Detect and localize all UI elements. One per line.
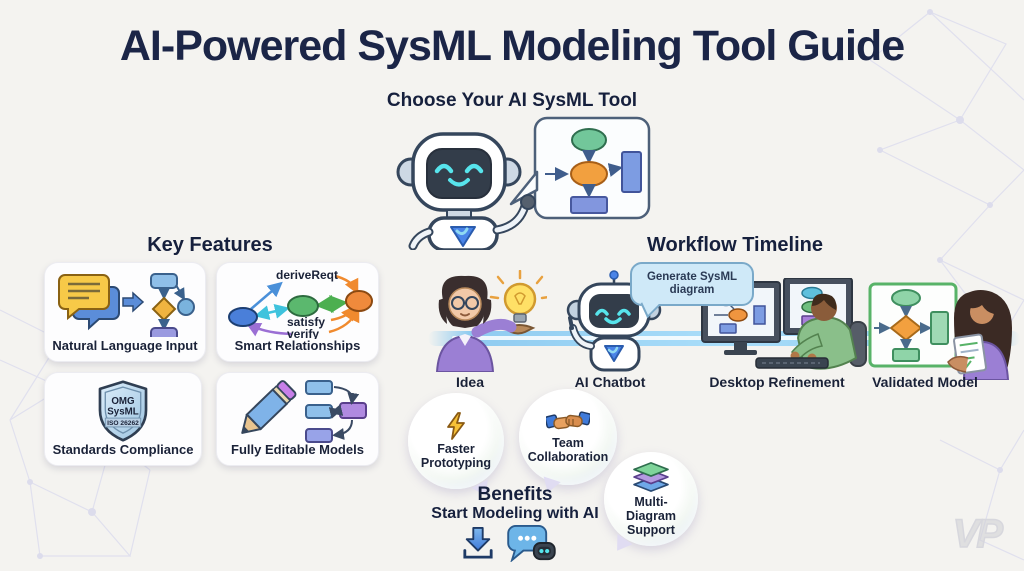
benefit-label: Multi-Diagram Support [625,495,677,537]
feature-card-label: Natural Language Input [52,337,198,353]
feature-card-natural-language-input: Natural Language Input [44,262,206,362]
relationship-label-satisfy: satisfy [286,315,324,329]
shield-text-omg: OMG [111,396,134,407]
relationship-graph-icon: deriveReqt satisfy verify [221,265,374,339]
shield-text-iso: ISO 26262 [107,420,139,427]
benefits-cta: Start Modeling with AI [431,505,599,522]
feature-card-label: Smart Relationships [234,337,361,353]
handshake-icon [546,411,590,430]
relationship-label-derivereqt: deriveReqt [275,268,337,282]
workflow-step-label-idea: Idea [455,374,484,390]
chatbot-speech-bubble: Generate SysML diagram [630,262,754,306]
benefit-bubble-faster-prototyping: Faster Prototyping [408,393,504,489]
feature-card-fully-editable-models: Fully Editable Models [216,372,379,466]
layers-icon [633,462,669,492]
chat-with-robot-icon [507,524,556,562]
hero-heading: Choose Your AI SysML Tool [386,90,638,111]
hero-robot-illustration [396,116,651,250]
benefit-bubble-multi-diagram-support: Multi-Diagram Support [604,452,698,546]
shield-text-sysml: SysML [107,406,138,417]
cta-icons-row [462,524,572,562]
workflow-heading: Workflow Timeline [647,234,823,256]
relationship-label-verify: verify [286,327,318,339]
vp-watermark-logo: VP [952,511,1004,557]
workflow-step-label-validated-model: Validated Model [872,374,978,390]
workflow-step-label-ai-chatbot: AI Chatbot [574,374,646,390]
benefits-heading: Benefits [477,484,553,505]
page-title: AI-Powered SysML Modeling Tool Guide [119,22,905,70]
lightning-icon [447,412,465,440]
benefit-label: Team Collaboration [527,436,609,464]
feature-card-label: Standards Compliance [52,441,194,457]
person-with-lightbulb-illustration [435,270,547,372]
feature-card-standards-compliance: OMG SysML ISO 26262 Standards Compliance [44,372,202,466]
benefit-label: Faster Prototyping [420,442,492,470]
feature-card-smart-relationships: deriveReqt satisfy verify Smart Relation… [216,262,379,362]
chat-bubbles-to-flowchart-icon [49,269,201,339]
key-features-heading: Key Features [147,234,273,256]
workflow-step-label-desktop-refinement: Desktop Refinement [709,374,845,390]
benefit-bubble-team-collaboration: Team Collaboration [519,389,617,485]
download-icon [463,526,493,559]
person-with-validated-diagram-illustration [868,282,1012,380]
standards-shield-icon: OMG SysML ISO 26262 [49,379,197,443]
pencil-flowchart-icon [221,377,374,443]
feature-card-label: Fully Editable Models [231,441,364,457]
